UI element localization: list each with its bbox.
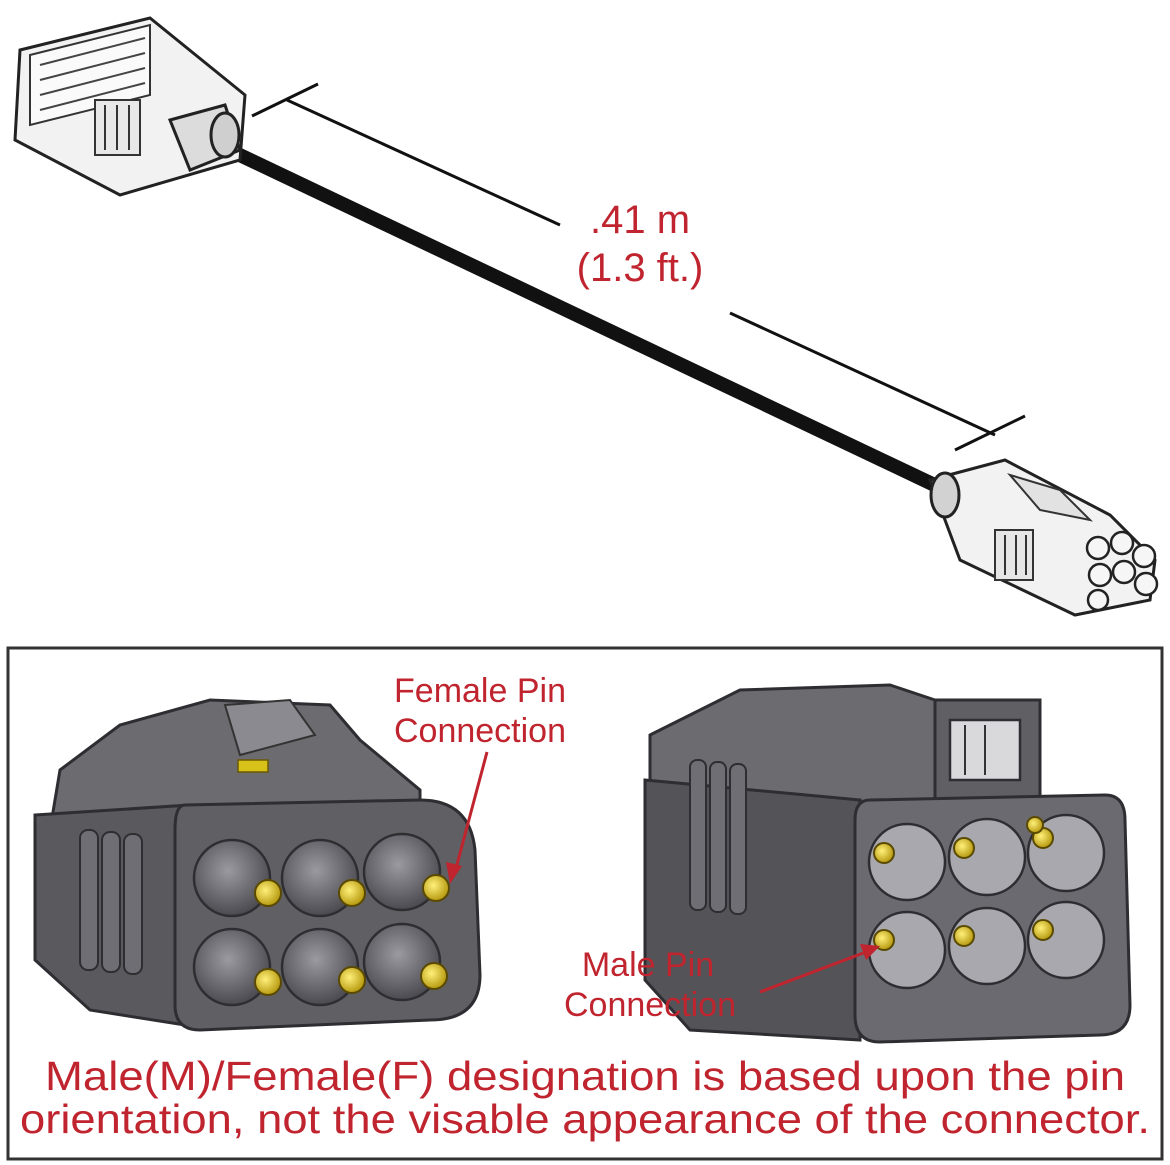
- cable-connector-icon: [928, 458, 1159, 617]
- female-callout-leader: [453, 751, 489, 873]
- female-callout: Female Pin Connection: [394, 672, 566, 884]
- cable: [218, 141, 952, 497]
- female-callout-line1: Female Pin: [394, 672, 566, 710]
- female-callout-arrowhead: [446, 862, 462, 884]
- dimension-imperial: (1.3 ft.): [577, 246, 704, 290]
- male-callout: Male Pin Connection: [564, 944, 880, 1024]
- designation-note-line1: Male(M)/Female(F) designation is based u…: [45, 1053, 1125, 1099]
- male-connector-icon: [643, 683, 1132, 1044]
- female-connector-icon: [33, 698, 482, 1032]
- male-pins: [867, 813, 1106, 990]
- designation-note-line2: orientation, not the visable appearance …: [20, 1096, 1150, 1142]
- detail-panel: Female Pin Connection: [6, 646, 1164, 1161]
- dimension-metric: .41 m: [590, 198, 690, 242]
- dimension-line: [251, 82, 1026, 452]
- cable-connector-icon: [13, 16, 247, 197]
- female-sockets: [192, 832, 450, 1007]
- male-callout-line2: Connection: [564, 986, 736, 1024]
- male-callout-line1: Male Pin: [582, 946, 714, 984]
- female-callout-line2: Connection: [394, 712, 566, 750]
- male-callout-leader: [759, 950, 867, 994]
- male-callout-arrowhead: [860, 944, 880, 960]
- cable-assembly: .41 m (1.3 ft.): [13, 16, 1159, 617]
